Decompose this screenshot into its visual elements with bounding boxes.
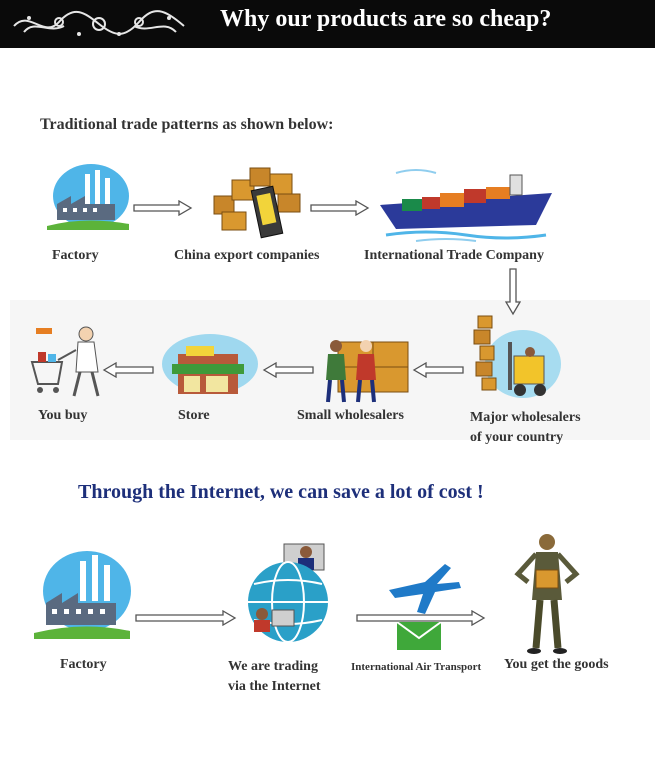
arrow-right-icon: [310, 200, 370, 216]
airplane-mail-icon: [389, 564, 461, 650]
arrow-left-icon: [262, 362, 314, 378]
arrow-down-icon: [505, 268, 521, 316]
internet-air-transport-label: International Air Transport: [351, 661, 482, 673]
factory-icon: [34, 551, 131, 639]
shopper-icon: [30, 326, 100, 397]
globe-trading-icon: [248, 543, 328, 643]
floral-ornament-icon: [13, 10, 185, 36]
traditional-intro-text: Traditional trade patterns as shown belo…: [40, 116, 334, 133]
step-store-label: Store: [178, 408, 210, 423]
forklift-icon: [473, 315, 561, 398]
internet-goods-label: You get the goods: [504, 657, 609, 672]
step-factory-label: Factory: [52, 248, 99, 263]
header-bar: Why our products are so cheap?: [0, 0, 655, 48]
cargo-ship-icon: [380, 169, 552, 242]
step-major-wholesalers-label: Major wholesalers of your country: [470, 410, 581, 445]
step-buyer-label: You buy: [38, 408, 88, 423]
export-boxes-icon: [213, 167, 301, 239]
internet-factory-label: Factory: [60, 657, 107, 672]
step-export-label: China export companies: [174, 248, 320, 263]
store-icon: [162, 334, 258, 394]
step-small-wholesalers-label: Small wholesalers: [297, 408, 404, 423]
internet-trading-label: We are trading via the Internet: [228, 659, 321, 694]
arrow-right-icon: [133, 200, 193, 216]
factory-icon: [47, 164, 129, 230]
customer-with-box-icon: [514, 534, 580, 654]
step-trade-label: International Trade Company: [364, 248, 544, 263]
arrow-left-icon: [102, 362, 154, 378]
page-title: Why our products are so cheap?: [220, 6, 552, 32]
arrow-right-icon: [356, 610, 486, 626]
arrow-right-icon: [135, 610, 237, 626]
wholesalers-icon: [326, 340, 409, 403]
internet-section-title: Through the Internet, we can save a lot …: [78, 481, 484, 503]
arrow-left-icon: [412, 362, 464, 378]
